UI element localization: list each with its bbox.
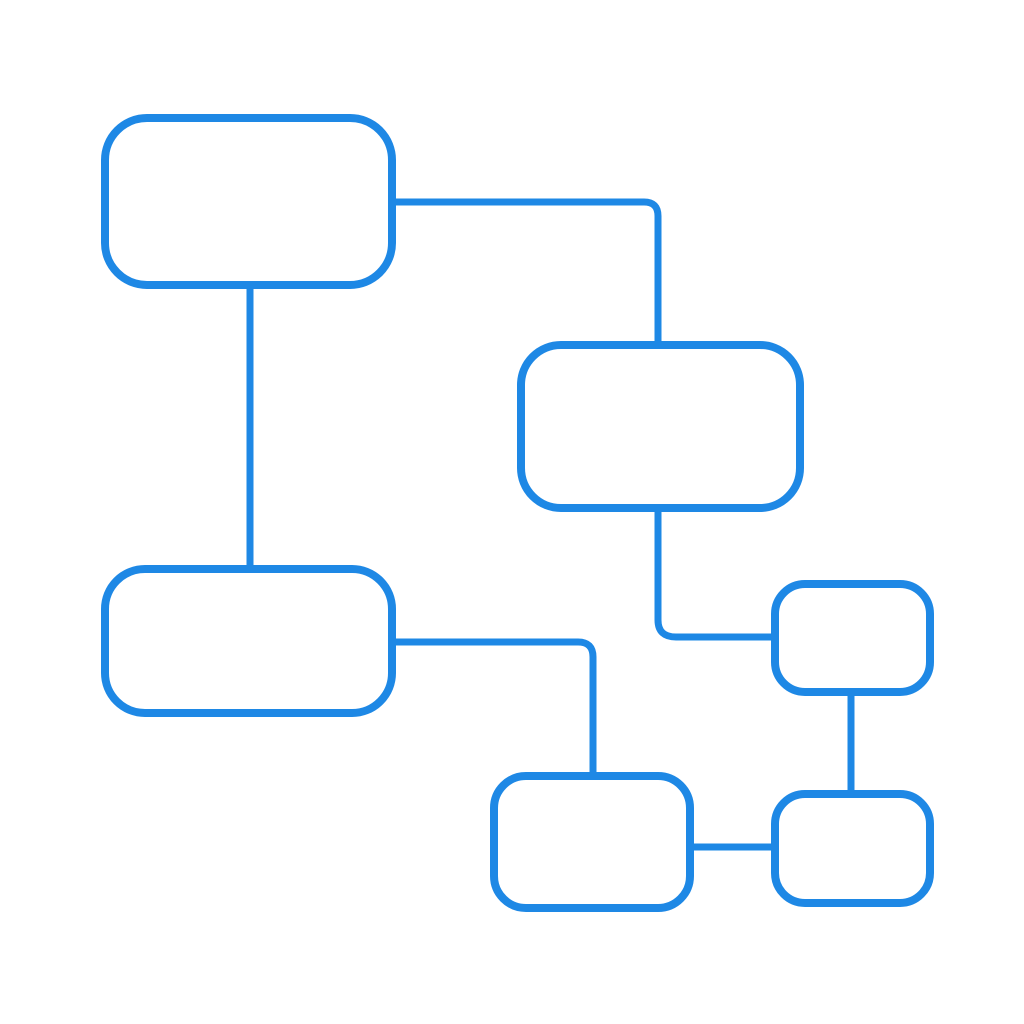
connectors — [246, 198, 855, 851]
node-4 — [771, 580, 934, 696]
node-1 — [101, 114, 396, 289]
node-5 — [490, 772, 694, 912]
node-6 — [771, 790, 934, 907]
edge-node-1-node-2 — [393, 198, 662, 345]
node-3 — [101, 565, 396, 717]
nodes — [101, 114, 934, 912]
edge-node-2-node-4 — [654, 508, 775, 641]
node-2 — [517, 341, 804, 512]
edge-node-3-node-5 — [393, 638, 597, 775]
